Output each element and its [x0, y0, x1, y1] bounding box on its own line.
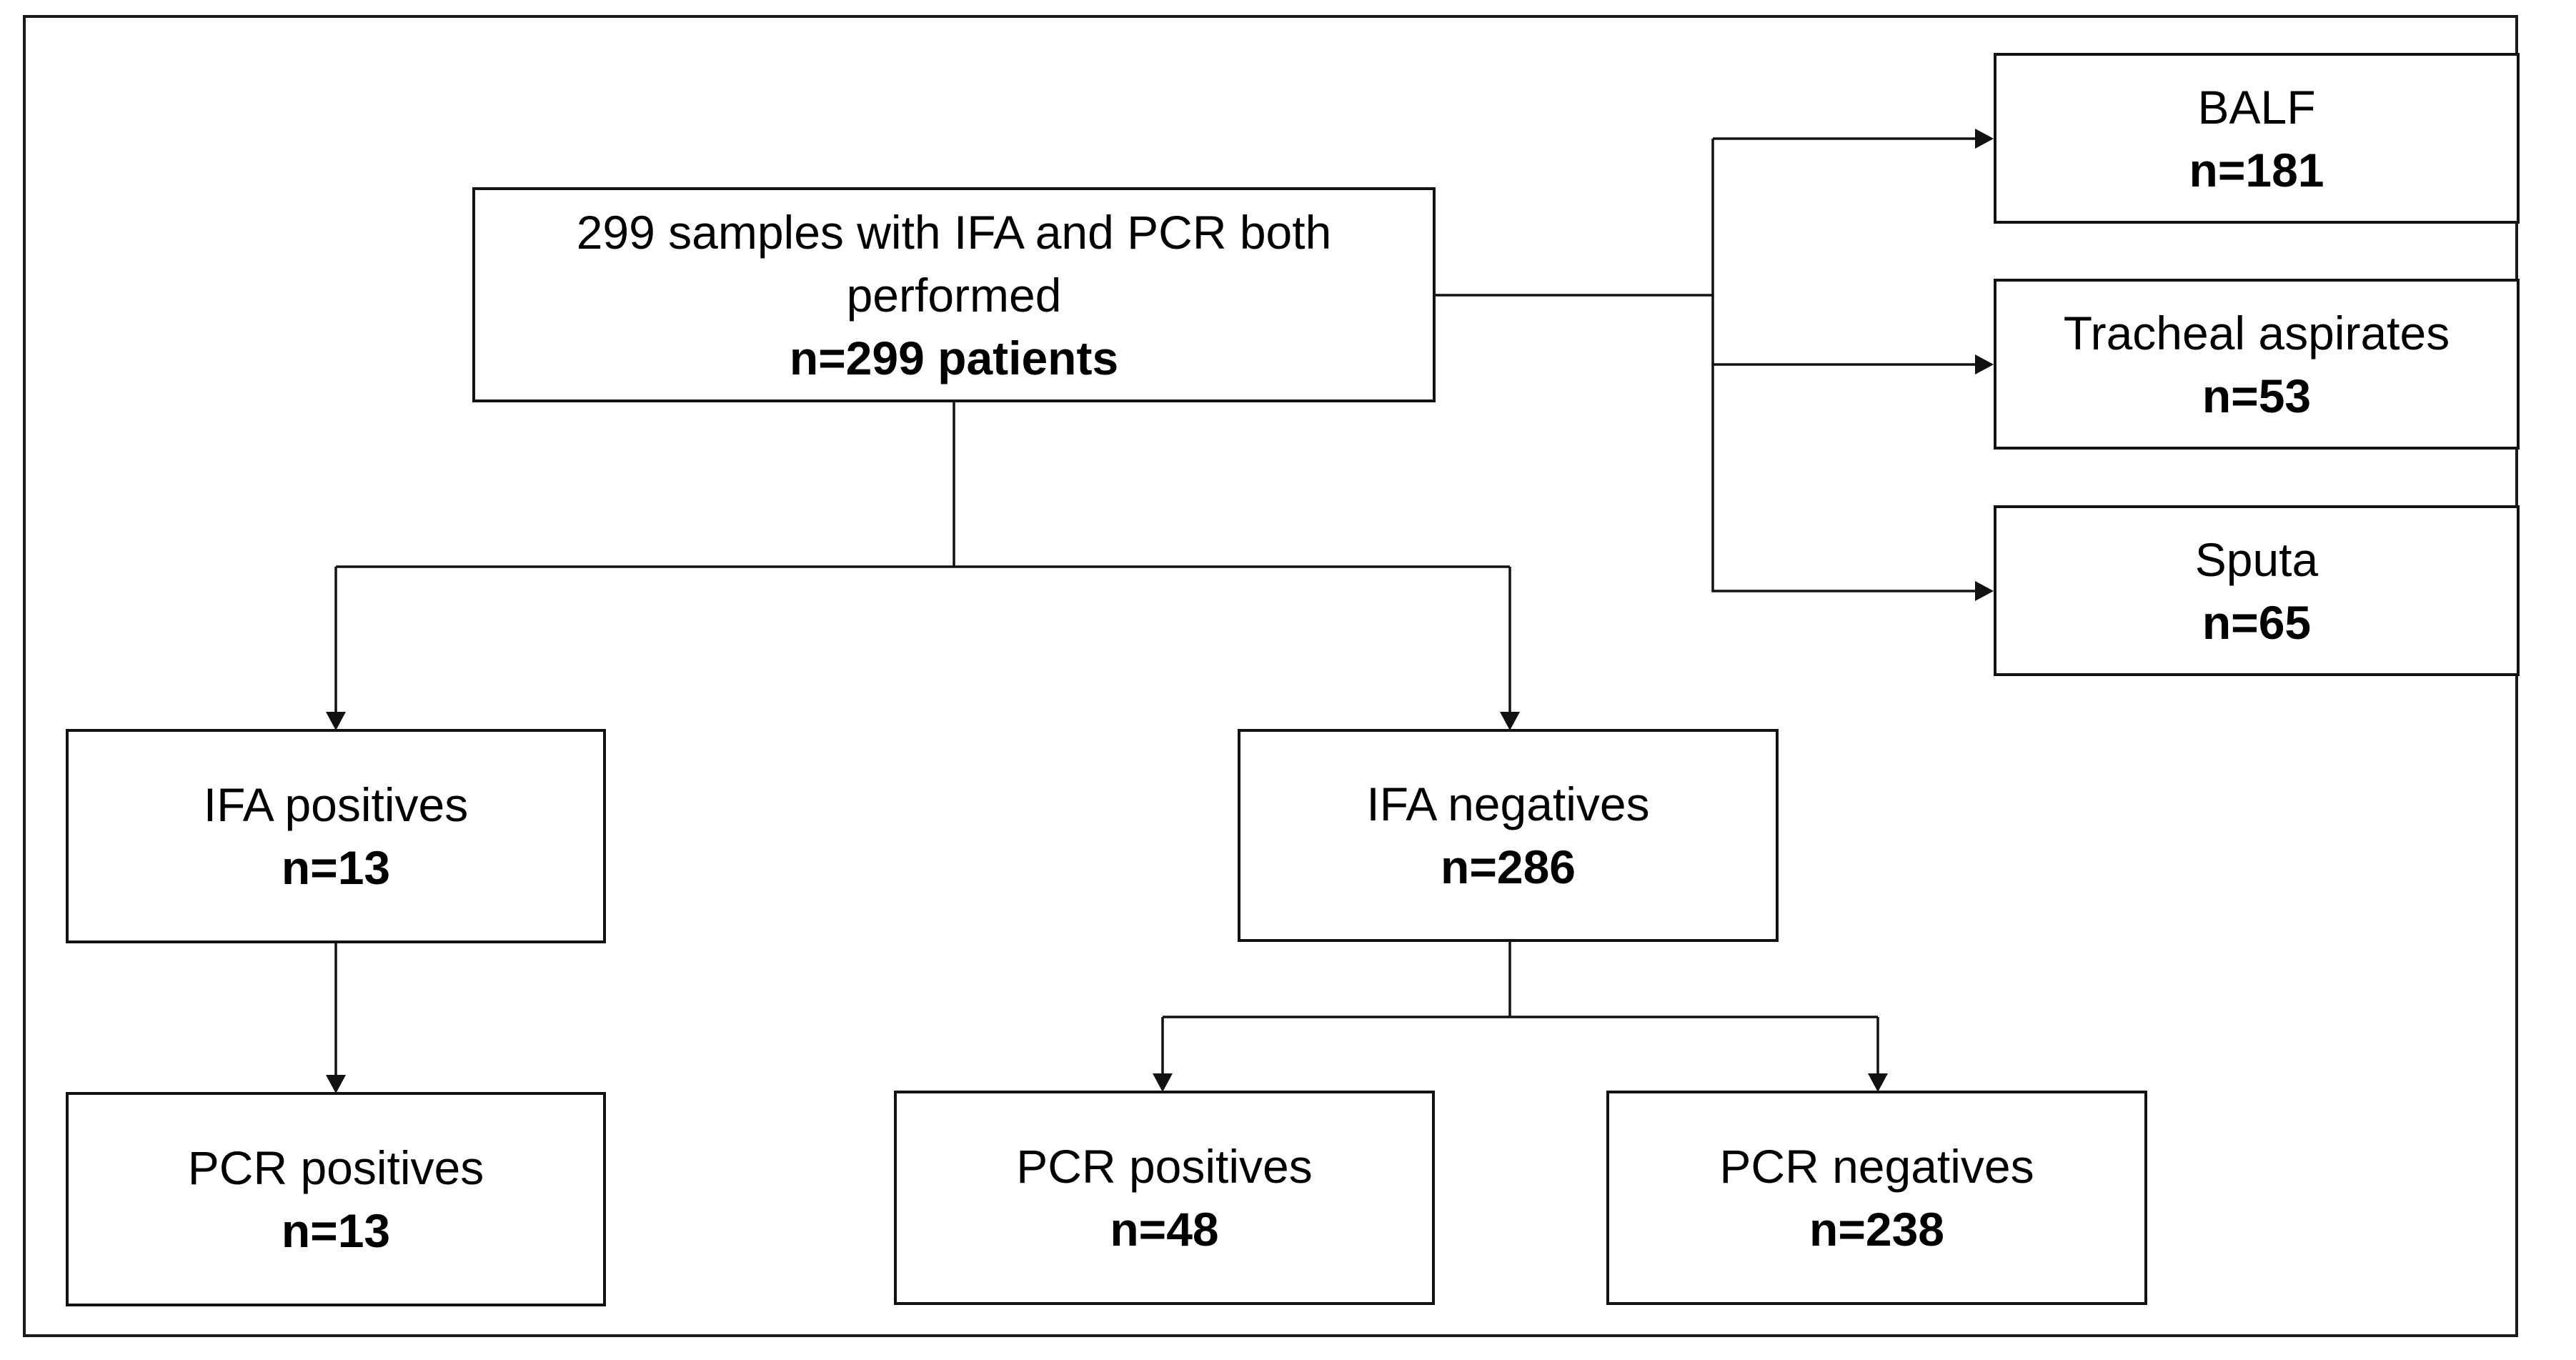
arrowhead-pcr-positives-13 — [326, 1075, 346, 1093]
sample-type-box-tracheal-aspirates: Tracheal aspirates n=53 — [1994, 279, 2520, 450]
ifa-positives-label: IFA positives — [203, 778, 469, 831]
ifa-negatives-label: IFA negatives — [1366, 778, 1650, 830]
ifa-positives-box: IFA positives n=13 — [66, 729, 606, 943]
diagram-frame — [23, 15, 2518, 1337]
pcr-negatives-label: PCR negatives — [1719, 1140, 2034, 1193]
ifa-positives-count: n=13 — [281, 841, 391, 894]
arrowhead-tracheal — [1975, 354, 1994, 374]
pcr-negatives-count: n=238 — [1809, 1203, 1944, 1256]
sample-type-box-balf: BALF n=181 — [1994, 53, 2520, 224]
sample-type-label: Sputa — [2194, 532, 2319, 586]
pcr-positives-box-ifa-positive-branch: PCR positives n=13 — [66, 1092, 606, 1306]
root-label-line1: 299 samples with IFA and PCR both — [576, 205, 1332, 259]
pcr-positives-label: PCR positives — [1016, 1140, 1313, 1193]
pcr-positives-box-ifa-negative-branch: PCR positives n=48 — [894, 1091, 1435, 1305]
sample-type-label: BALF — [2197, 80, 2316, 134]
sample-type-count: n=53 — [2202, 369, 2312, 422]
ifa-negatives-count: n=286 — [1441, 840, 1576, 893]
root-samples-box: 299 samples with IFA and PCR both perfor… — [472, 187, 1436, 402]
arrowhead-sputa — [1975, 581, 1994, 601]
pcr-negatives-box: PCR negatives n=238 — [1606, 1091, 2147, 1305]
root-label-line2: performed — [846, 268, 1062, 322]
connector-to-tracheal — [1711, 295, 1976, 366]
sample-type-box-sputa: Sputa n=65 — [1994, 505, 2520, 676]
pcr-positives-label: PCR positives — [187, 1141, 484, 1194]
arrowhead-balf — [1975, 129, 1994, 149]
arrowhead-pcr-positives-48 — [1153, 1073, 1173, 1092]
pcr-positives-count: n=13 — [281, 1204, 391, 1257]
arrowhead-ifa-positives — [326, 712, 346, 730]
arrowhead-ifa-negatives — [1500, 712, 1520, 730]
root-count: n=299 patients — [789, 331, 1119, 384]
ifa-negatives-box: IFA negatives n=286 — [1238, 729, 1779, 942]
sample-type-count: n=181 — [2189, 143, 2324, 197]
sample-type-label: Tracheal aspirates — [2063, 306, 2450, 359]
sample-type-count: n=65 — [2202, 595, 2312, 649]
connector-to-sputa — [1711, 364, 1976, 592]
pcr-positives-count: n=48 — [1110, 1203, 1219, 1256]
arrowhead-pcr-negatives-238 — [1868, 1073, 1888, 1092]
connector-root-to-sample-types — [1436, 139, 1714, 297]
